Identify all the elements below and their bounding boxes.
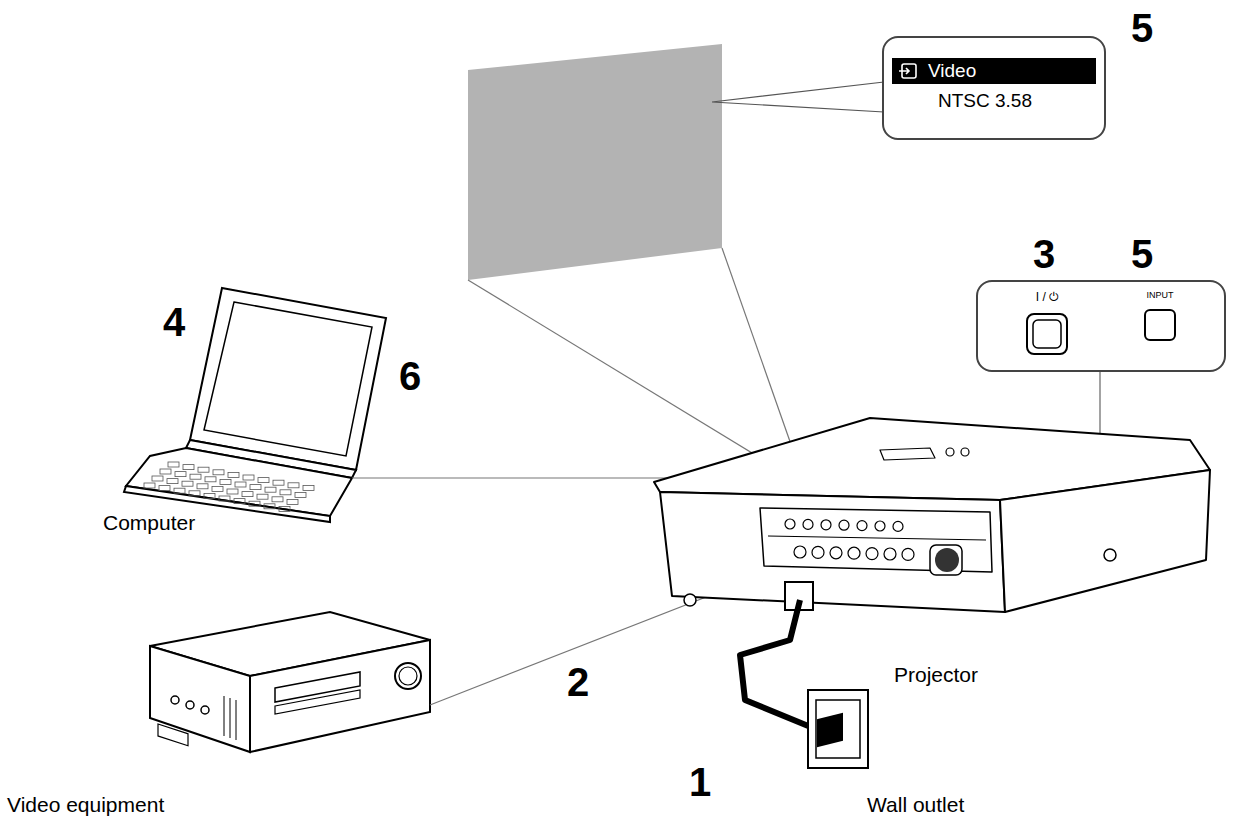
keyboard-key (228, 472, 239, 477)
keyboard-key (212, 486, 223, 491)
video-equipment (150, 612, 430, 752)
port (821, 520, 831, 530)
callout-number: 4 (162, 302, 186, 342)
keyboard-key (190, 474, 201, 479)
button-group: I / ⏻ (1025, 290, 1069, 362)
keyboard-key (160, 469, 171, 474)
port (902, 548, 914, 560)
keyboard-key (257, 494, 268, 499)
speaker-grille (935, 548, 959, 572)
power-cord (740, 600, 818, 730)
wall-outlet (808, 690, 868, 768)
keyboard-key (250, 485, 261, 490)
port (893, 521, 903, 531)
keyboard-key (213, 470, 224, 475)
power-button (1025, 312, 1069, 356)
button-panel: I / ⏻ INPUT (976, 280, 1226, 372)
keyboard-key (168, 462, 179, 467)
port (875, 521, 885, 531)
port (848, 547, 860, 559)
connector-ports (785, 519, 914, 560)
keyboard-keys (144, 462, 314, 511)
button-group: INPUT (1143, 290, 1177, 362)
callout-number: 3 (1032, 234, 1056, 274)
keyboard-key (242, 492, 253, 497)
keyboard-key (189, 491, 200, 496)
keyboard-key (258, 478, 269, 483)
keyboard-key (144, 483, 155, 488)
keyboard-key (280, 490, 291, 495)
device-label: Video equipment (6, 794, 165, 815)
device-label: Wall outlet (866, 794, 965, 815)
port (785, 519, 795, 529)
osd-header-bar: Video (892, 58, 1096, 84)
keyboard-key (152, 476, 163, 481)
port (884, 548, 896, 560)
keyboard-key (183, 465, 194, 470)
projection-screen (468, 44, 722, 280)
beam-line (468, 280, 790, 476)
keyboard-key (182, 481, 193, 486)
laptop-computer (124, 288, 386, 522)
keyboard-key (273, 480, 284, 485)
callout-number: 6 (398, 356, 422, 396)
keyboard-key (205, 477, 216, 482)
projector-body (654, 418, 1210, 612)
port (866, 548, 878, 560)
device-label: Projector (893, 664, 979, 685)
port (803, 519, 813, 529)
keyboard-key (303, 485, 314, 490)
keyboard-key (264, 504, 275, 509)
keyboard-key (159, 486, 170, 491)
keyboard-key (175, 472, 186, 477)
port (812, 546, 824, 558)
keyboard-key (198, 467, 209, 472)
keyboard-key (167, 479, 178, 484)
osd-callout-bubble: VideoNTSC 3.58 (882, 36, 1106, 140)
port (830, 547, 842, 559)
keyboard-key (288, 483, 299, 488)
callout-number: 5 (1130, 8, 1154, 48)
keyboard-key (197, 484, 208, 489)
device-label: Computer (102, 512, 196, 533)
callout-number: 5 (1130, 234, 1154, 274)
callout-leader (712, 82, 884, 112)
keyboard-key (174, 488, 185, 493)
keyboard-key (272, 497, 283, 502)
beam-line (722, 248, 800, 470)
callout-number: 2 (566, 662, 590, 702)
osd-input-name: Video (928, 60, 976, 82)
keyboard-key (220, 479, 231, 484)
keyboard-key (204, 493, 215, 498)
keyboard-key (219, 496, 230, 501)
keyboard-key (227, 489, 238, 494)
keyboard-key (279, 506, 290, 511)
keyboard-key (295, 492, 306, 497)
keyboard-key (287, 499, 298, 504)
keyboard-key (235, 482, 246, 487)
keyboard-key (249, 501, 260, 506)
callout-number: 1 (688, 762, 712, 802)
port (857, 521, 867, 531)
port (839, 520, 849, 530)
input-button (1143, 308, 1177, 342)
button-label: INPUT (1147, 290, 1174, 300)
port (794, 546, 806, 558)
keyboard-key (265, 487, 276, 492)
keyboard-key (234, 499, 245, 504)
osd-signal-format: NTSC 3.58 (892, 84, 1096, 112)
button-label: I / ⏻ (1036, 290, 1058, 304)
input-icon (898, 62, 918, 80)
keyboard-key (243, 475, 254, 480)
